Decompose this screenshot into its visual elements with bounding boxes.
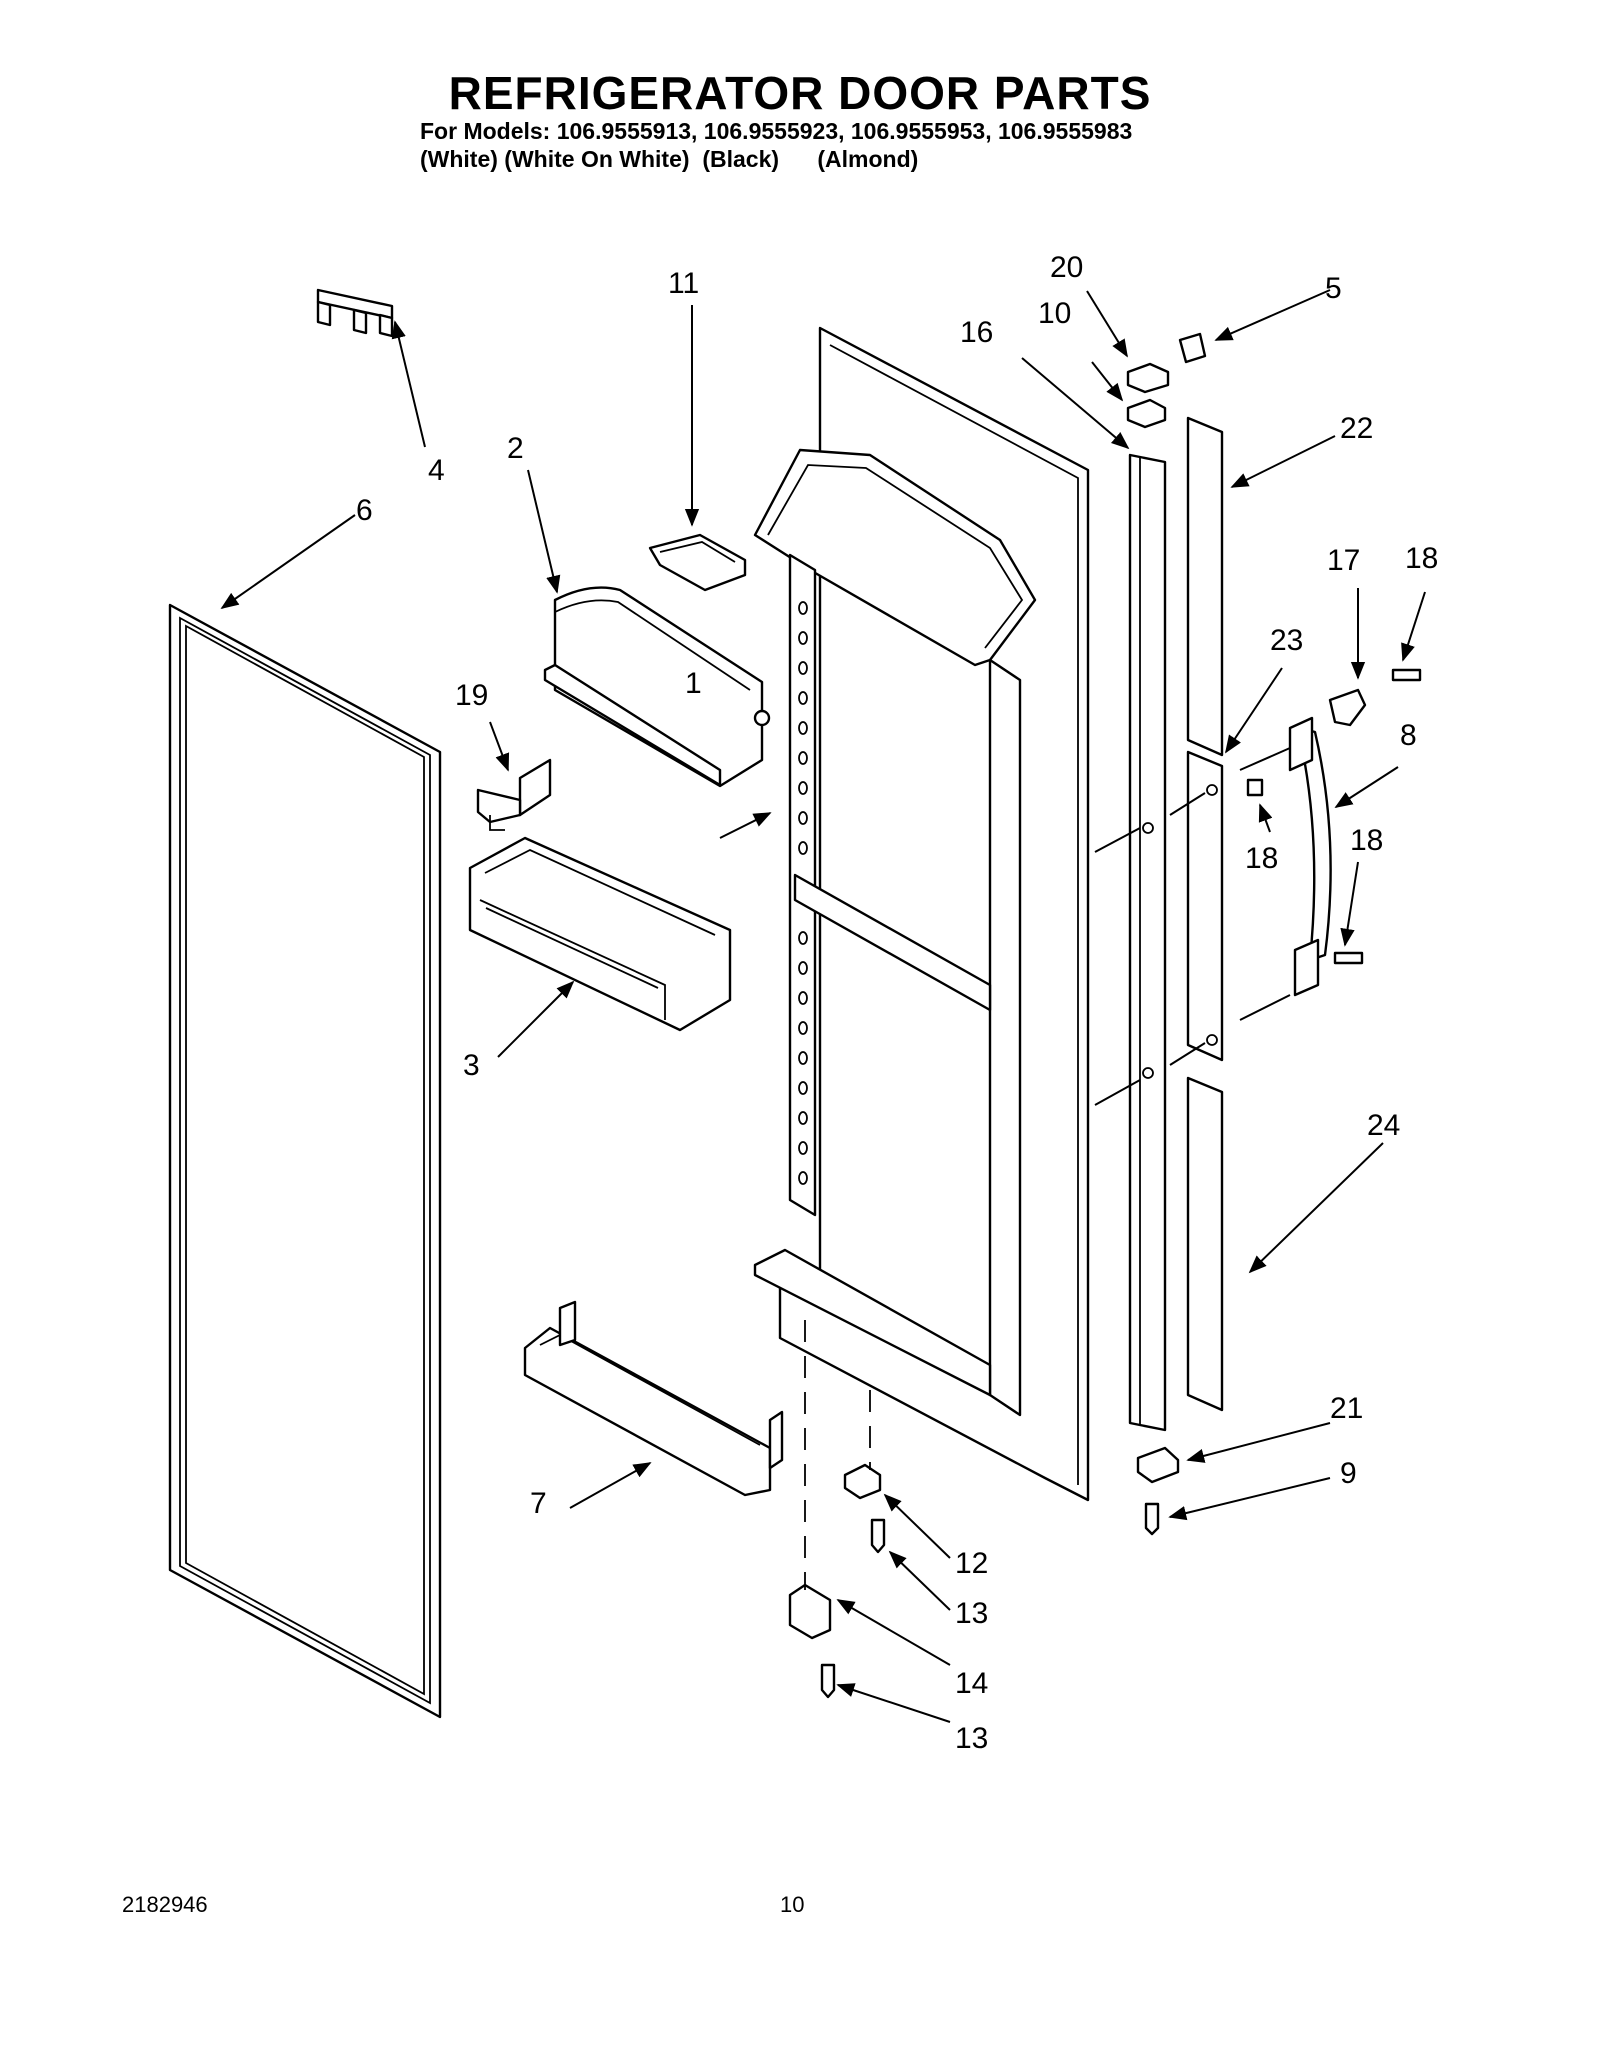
callout-2: 2 [507, 432, 524, 465]
callout-18-top: 18 [1405, 542, 1438, 575]
trim-channel-part [1128, 453, 1167, 1432]
callout-10: 10 [1038, 297, 1071, 330]
models-line: For Models: 106.9555913, 106.9555923, 10… [420, 118, 1133, 144]
callout-18-lower: 18 [1350, 824, 1383, 857]
shelf-rail-part [523, 1300, 784, 1497]
callout-7: 7 [530, 1487, 547, 1520]
liner-holes [798, 601, 808, 1185]
callout-13: 13 [955, 1597, 988, 1630]
callout-4: 4 [428, 454, 445, 487]
page-number: 10 [780, 1892, 805, 1917]
callout-3: 3 [463, 1049, 480, 1082]
top-cap-part [316, 288, 394, 338]
callout-11: 11 [668, 267, 699, 300]
door-gasket-part [168, 603, 442, 1719]
callout-5: 5 [1325, 272, 1342, 305]
handle-trim-pieces [1186, 416, 1224, 1412]
callout-20: 20 [1050, 251, 1083, 284]
dairy-door-part [543, 586, 771, 788]
document-number: 2182946 [122, 1892, 208, 1917]
colors-line: (White) (White On White) (Black) (Almond… [420, 146, 919, 172]
bottom-bracket-parts [1136, 1446, 1180, 1536]
latch-part [476, 758, 552, 831]
page-title: REFRIGERATOR DOOR PARTS [448, 67, 1152, 119]
callout-6: 6 [356, 494, 373, 527]
callout-14: 14 [955, 1667, 988, 1700]
callout-labels: 1 2 3 4 5 6 7 8 9 10 11 12 13 13 14 16 1… [356, 251, 1438, 1755]
callout-13-lower: 13 [955, 1722, 988, 1755]
callout-21: 21 [1330, 1392, 1363, 1425]
callout-16: 16 [960, 316, 993, 349]
door-liner-part [753, 326, 1090, 1502]
callout-12: 12 [955, 1547, 988, 1580]
top-bracket-parts [1126, 332, 1207, 429]
callout-18-middle: 18 [1245, 842, 1278, 875]
callout-19: 19 [455, 679, 488, 712]
callout-22: 22 [1340, 412, 1373, 445]
callout-9: 9 [1340, 1457, 1357, 1490]
callout-24: 24 [1367, 1109, 1400, 1142]
callout-8: 8 [1400, 719, 1417, 752]
callout-1: 1 [685, 667, 702, 700]
callout-17: 17 [1327, 544, 1360, 577]
handle-part [1246, 668, 1422, 997]
small-bin-part [648, 533, 747, 592]
door-bin-part [468, 836, 732, 1032]
callout-23: 23 [1270, 624, 1303, 657]
leader-lines [220, 289, 1426, 1723]
